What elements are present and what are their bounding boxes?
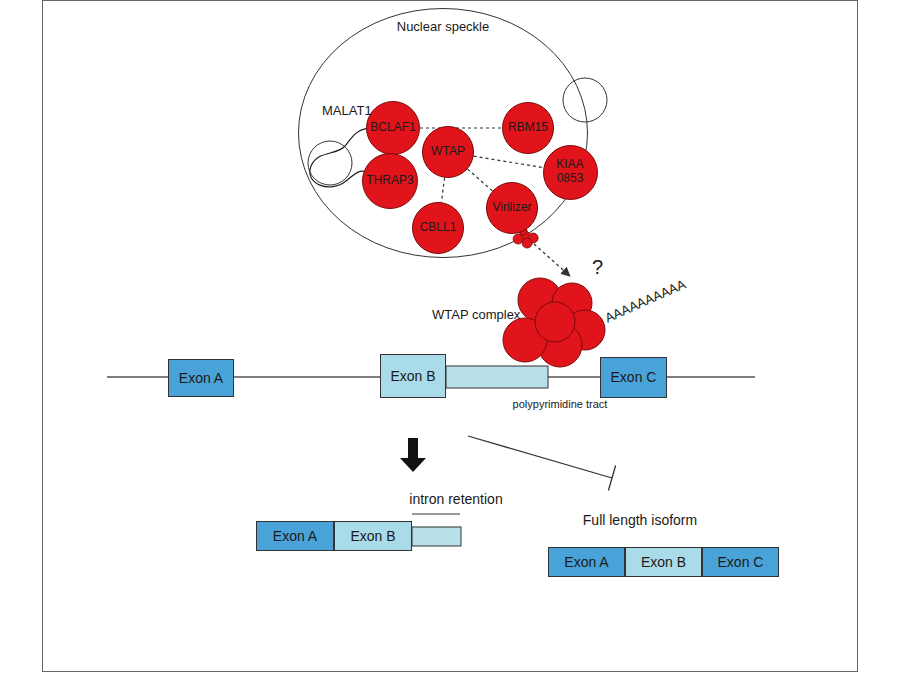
exon-box: Exon B <box>625 547 702 577</box>
exon-label: Exon B <box>641 554 686 570</box>
protein-name: CBLL1 <box>420 221 457 235</box>
protein-circle: THRAP3 <box>362 153 418 209</box>
protein-circle: BCLAF1 <box>366 101 420 155</box>
protein-complex: WTAP complex <box>428 276 600 371</box>
nuclear-speckle: Nuclear speckleBCLAF1WTAP THRAP3 RBM15KIAA… <box>298 8 588 258</box>
exon-label: Exon C <box>718 554 764 570</box>
exon-box: Exon B <box>380 354 446 398</box>
complex-circles <box>428 276 600 371</box>
exon-label: Exon B <box>390 368 435 384</box>
node-title: Nuclear speckle <box>397 20 490 35</box>
figure-frame <box>43 1 858 672</box>
exported-complex <box>522 238 532 248</box>
speckle-ellipse <box>299 9 588 258</box>
empty-speckle-circle <box>563 78 607 122</box>
rna-label: MALAT1 <box>322 104 372 119</box>
inhibition-line <box>468 436 612 478</box>
polypyrimidine-tract <box>446 366 548 388</box>
complex-subunit <box>535 302 575 342</box>
protein-circle: RBM15 <box>502 102 554 154</box>
protein-name: THRAP3 <box>366 174 413 188</box>
protein-name: Virilizer <box>492 201 531 215</box>
exon-label: Exon B <box>350 528 395 544</box>
exon-label: Exon A <box>564 554 608 570</box>
exon-box: Exon C <box>702 547 779 577</box>
inhibition-bar <box>608 466 615 491</box>
polya-tail: AAAAAAAAAA <box>603 277 688 326</box>
interaction-line <box>468 169 493 191</box>
question-mark: ? <box>592 256 603 279</box>
protein-name: RBM15 <box>508 121 548 135</box>
outcome-label: Full length isoform <box>583 512 697 528</box>
protein-name: KIAA 0853 <box>550 158 590 186</box>
exon-label: Exon A <box>273 528 317 544</box>
protein-circle: KIAA 0853 <box>543 145 598 200</box>
exported-complex <box>513 234 523 244</box>
exon-box: Exon A <box>548 547 625 577</box>
protein-circle: Virilizer <box>486 182 538 234</box>
empty-speckle-circle <box>308 141 352 185</box>
down-arrow <box>400 438 426 472</box>
exon-box: Exon B <box>334 521 412 551</box>
protein-name: WTAP <box>431 145 465 159</box>
exon-box: Exon A <box>256 521 334 551</box>
exon-box: Exon C <box>600 357 667 398</box>
retention-bracket <box>412 514 460 515</box>
interaction-line <box>441 178 444 202</box>
protein-circle: WTAP <box>422 126 474 178</box>
exon-label: Exon A <box>179 370 223 386</box>
outcome-label: intron retention <box>409 491 502 507</box>
protein-circle: CBLL1 <box>412 202 464 254</box>
exon-box: Exon A <box>168 359 234 397</box>
interaction-line <box>420 127 502 128</box>
node-title: WTAP complex <box>432 308 520 323</box>
exon-label: Exon C <box>611 369 657 385</box>
protein-name: BCLAF1 <box>370 121 415 135</box>
region-label: polypyrimidine tract <box>513 398 608 411</box>
interaction-line <box>474 156 543 167</box>
retained-intron <box>412 527 461 546</box>
